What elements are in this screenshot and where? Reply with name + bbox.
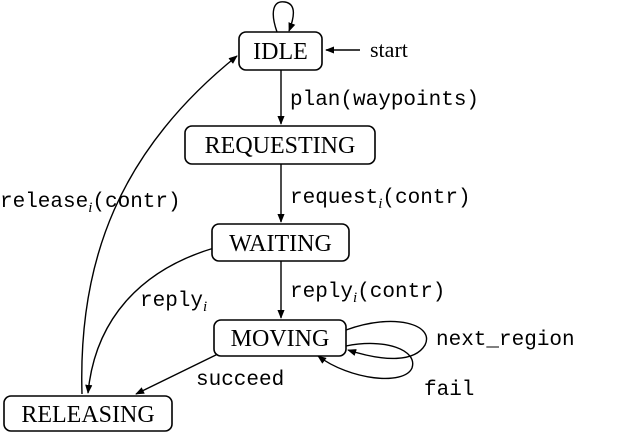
edge-moving-self-next-region (345, 320, 428, 360)
label-request: requesti(contr) (290, 187, 471, 212)
label-plan: plan(waypoints) (290, 89, 479, 112)
state-waiting-label: WAITING (229, 231, 332, 257)
edge-idle-self-loop (272, 1, 296, 33)
edge-waiting-to-releasing (85, 247, 215, 394)
label-succeed: succeed (196, 369, 284, 392)
label-reply-contr: replyi(contr) (290, 281, 445, 306)
label-reply: replyi (140, 290, 207, 315)
state-moving: MOVING (213, 319, 347, 357)
state-idle-label: IDLE (253, 39, 308, 65)
start-label: start (370, 37, 408, 62)
state-moving-label: MOVING (231, 326, 330, 352)
edge-moving-self-fail (317, 342, 414, 380)
label-release: releasei(contr) (0, 191, 181, 216)
edge-releasing-to-idle (81, 55, 238, 395)
state-idle: IDLE (238, 31, 323, 71)
label-fail: fail (424, 379, 474, 402)
edge-moving-to-releasing (135, 351, 223, 395)
state-releasing-label: RELEASING (21, 402, 154, 428)
state-waiting: WAITING (211, 223, 350, 262)
label-next-region: next_region (436, 329, 575, 352)
state-requesting-label: REQUESTING (205, 133, 356, 159)
state-requesting: REQUESTING (184, 125, 376, 165)
state-releasing: RELEASING (3, 395, 173, 432)
